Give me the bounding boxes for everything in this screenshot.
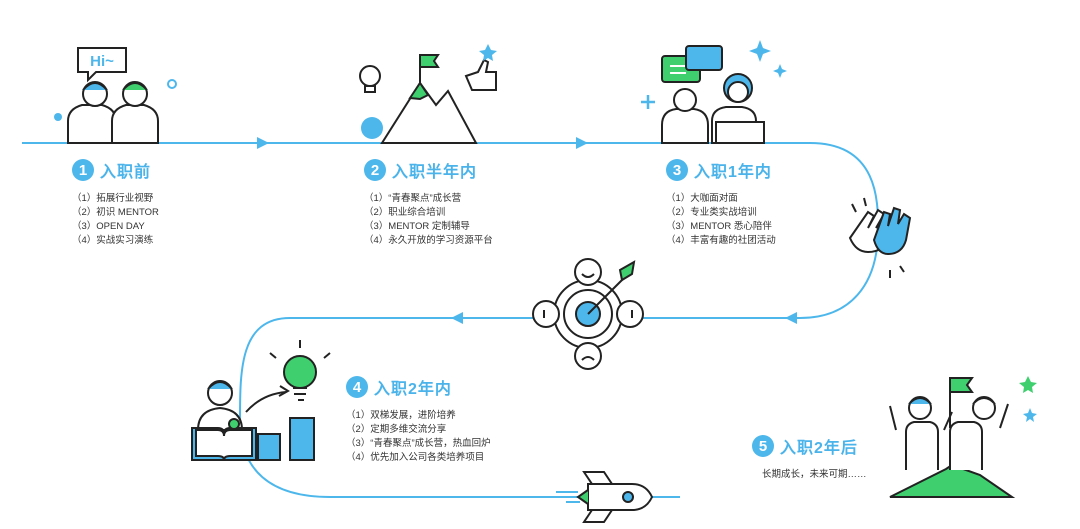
list-item: （1）大咖面对面 xyxy=(666,193,738,204)
greeting-text: Hi~ xyxy=(90,53,114,70)
target-icon xyxy=(532,258,644,370)
stage-3-header: 3 入职1年内 xyxy=(666,158,776,182)
list-item: （2）专业类实战培训 xyxy=(666,207,757,218)
list-item: （4）丰富有趣的社团活动 xyxy=(666,235,776,246)
list-item: （1）双梯发展，进阶培养 xyxy=(346,410,456,421)
stage-5-title: 入职2年后 xyxy=(780,440,858,457)
stage-5-text: 长期成长，未来可期…… xyxy=(762,469,867,480)
stage-2-header: 2 入职半年内 xyxy=(364,158,493,182)
list-item: （4）优先加入公司各类培养项目 xyxy=(346,452,485,463)
stage-2: 2 入职半年内 （1）“青春聚点”成长营 （2）职业综合培训 （3）MENTOR… xyxy=(364,158,493,248)
mountain-flag-icon xyxy=(359,44,497,144)
list-item: （3）“青春聚点”成长营，热血回炉 xyxy=(346,438,491,449)
stage-5-number: 5 xyxy=(752,435,774,457)
list-item: （3）MENTOR 定制辅导 xyxy=(364,221,470,232)
stage-2-number: 2 xyxy=(364,159,386,181)
stage-4-list: （1）双梯发展，进阶培养 （2）定期多维交流分享 （3）“青春聚点”成长营，热血… xyxy=(346,409,491,465)
stage-3-number: 3 xyxy=(666,159,688,181)
stage-4: 4 入职2年内 （1）双梯发展，进阶培养 （2）定期多维交流分享 （3）“青春聚… xyxy=(346,375,491,465)
stage-1-list: （1）拓展行业视野 （2）初识 MENTOR （3）OPEN DAY （4）实战… xyxy=(72,192,159,248)
team-celebration-icon xyxy=(889,376,1037,498)
stage-4-header: 4 入职2年内 xyxy=(346,375,491,399)
stage-3-title: 入职1年内 xyxy=(694,164,772,181)
stage-3: 3 入职1年内 （1）大咖面对面 （2）专业类实战培训 （3）MENTOR 悉心… xyxy=(666,158,776,248)
stage-5-header: 5 入职2年后 xyxy=(752,434,867,458)
list-item: （3）OPEN DAY xyxy=(72,221,145,232)
stage-3-list: （1）大咖面对面 （2）专业类实战培训 （3）MENTOR 悉心陪伴 （4）丰富… xyxy=(666,192,776,248)
stage-5: 5 入职2年后 长期成长，未来可期…… xyxy=(752,434,867,480)
path-arrow-4 xyxy=(451,312,463,324)
stage-1-header: 1 入职前 xyxy=(72,158,159,182)
greeting-people-icon: Hi~ xyxy=(54,47,177,144)
list-item: （2）定期多维交流分享 xyxy=(346,424,447,435)
stage-1: 1 入职前 （1）拓展行业视野 （2）初识 MENTOR （3）OPEN DAY… xyxy=(72,158,159,248)
stage-2-title: 入职半年内 xyxy=(392,164,478,181)
stage-4-title: 入职2年内 xyxy=(374,381,452,398)
list-item: （4）实战实习演练 xyxy=(72,235,154,246)
stage-4-number: 4 xyxy=(346,376,368,398)
list-item: （4）永久开放的学习资源平台 xyxy=(364,235,493,246)
path-arrow-1 xyxy=(257,137,269,149)
list-item: （1）“青春聚点”成长营 xyxy=(364,193,462,204)
stage-1-title: 入职前 xyxy=(100,164,152,181)
list-item: （1）拓展行业视野 xyxy=(72,193,154,204)
list-item: （3）MENTOR 悉心陪伴 xyxy=(666,221,772,232)
reader-bulb-icon xyxy=(191,340,331,461)
mentor-chat-icon xyxy=(641,40,787,144)
list-item: （2）初识 MENTOR xyxy=(72,207,159,218)
path-arrow-2 xyxy=(576,137,588,149)
rocket-icon xyxy=(556,471,654,523)
high-five-icon xyxy=(848,197,912,278)
list-item: （2）职业综合培训 xyxy=(364,207,446,218)
stage-2-list: （1）“青春聚点”成长营 （2）职业综合培训 （3）MENTOR 定制辅导 （4… xyxy=(364,192,493,248)
stage-1-number: 1 xyxy=(72,159,94,181)
path-arrow-3 xyxy=(785,312,797,324)
